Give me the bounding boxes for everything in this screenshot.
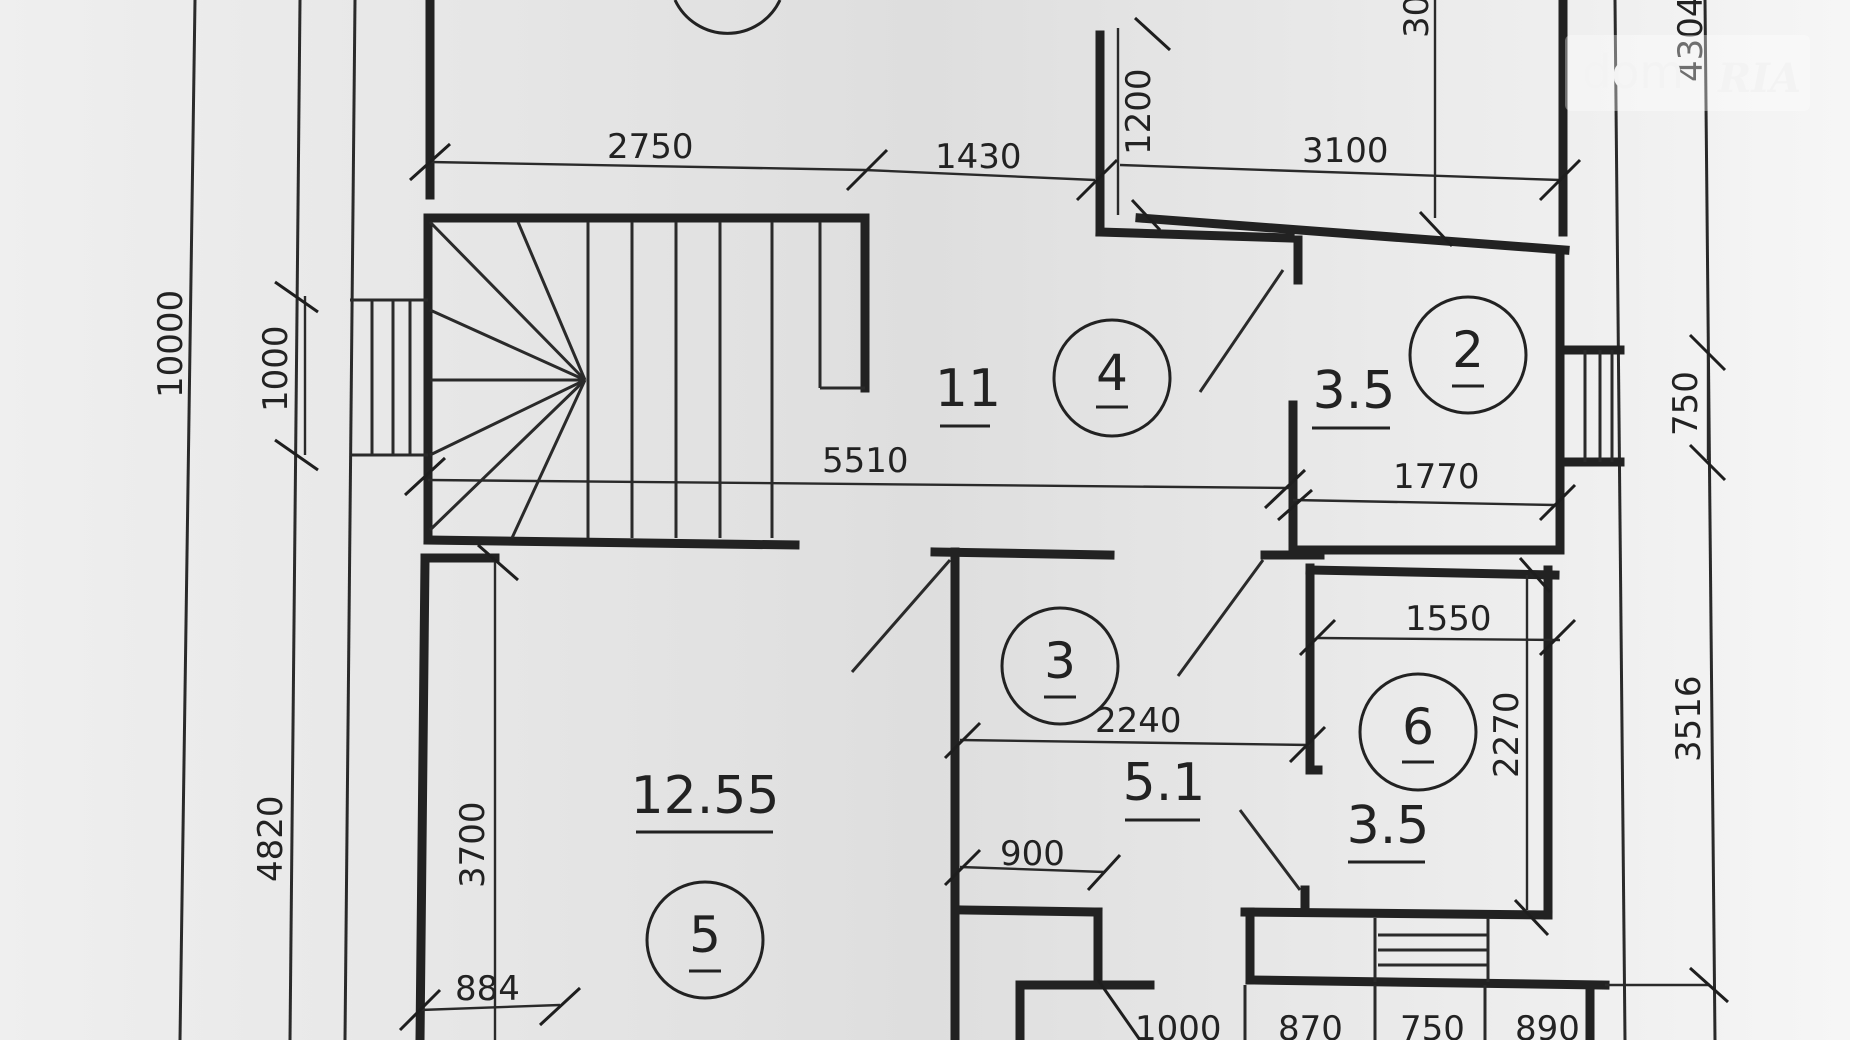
dim-750-bottom: 750 (1400, 1009, 1465, 1040)
room-4-number: 4 (1096, 344, 1128, 402)
door-swings (850, 269, 1302, 891)
dimension-ticks (274, 16, 1730, 1040)
watermark-dom: dom (1582, 45, 1684, 99)
staircase (350, 220, 865, 539)
dim-1000-bottom: 1000 (1135, 1009, 1222, 1040)
outer-guide-lines (178, 0, 1717, 1040)
watermark-ria: RIA (1717, 55, 1801, 102)
room-3-number: 3 (1044, 632, 1076, 690)
room-5-number: 5 (689, 906, 721, 964)
dim-1000-left: 1000 (256, 325, 296, 412)
dim-2750: 2750 (607, 127, 694, 167)
dim-3516: 3516 (1669, 675, 1709, 762)
room-6-number: 6 (1402, 698, 1434, 756)
dim-1430: 1430 (935, 137, 1022, 177)
room-3-area: 5.1 (1123, 753, 1206, 813)
dim-1550: 1550 (1405, 599, 1492, 639)
dim-3700: 3700 (453, 801, 493, 888)
right-window (1583, 350, 1614, 462)
dim-10000: 10000 (151, 290, 191, 398)
room-numbers: 4 2 3 6 5 (645, 0, 1528, 1000)
dim-4820: 4820 (251, 795, 291, 882)
dim-2240: 2240 (1095, 701, 1182, 741)
dim-1200: 1200 (1119, 68, 1159, 155)
dim-890: 890 (1515, 1009, 1580, 1040)
dim-3100: 3100 (1302, 131, 1389, 171)
dim-900: 900 (1000, 834, 1065, 874)
dim-870: 870 (1278, 1009, 1343, 1040)
dimension-lines (303, 0, 1710, 1040)
dim-2270: 2270 (1487, 691, 1527, 778)
dim-4304: 4304 (1671, 0, 1711, 82)
room-6-area: 3.5 (1347, 796, 1430, 856)
room-areas: 11 3.5 5.1 3.5 12.55 (631, 359, 1430, 864)
dim-300: 30 (1397, 0, 1437, 38)
room-2-area: 3.5 (1313, 361, 1396, 421)
dim-1770: 1770 (1393, 457, 1480, 497)
watermark: dom RIA (1565, 35, 1810, 111)
room-5-area: 12.55 (631, 766, 780, 826)
dim-884: 884 (455, 969, 520, 1009)
dim-750: 750 (1666, 371, 1706, 436)
room-4-area: 11 (935, 359, 1001, 419)
dim-5510: 5510 (822, 441, 909, 481)
dimension-labels: 2750 1430 1200 3100 30 4304 10000 1000 7… (151, 0, 1711, 1040)
bottom-steps (1243, 918, 1490, 1040)
room-2-number: 2 (1452, 321, 1484, 379)
